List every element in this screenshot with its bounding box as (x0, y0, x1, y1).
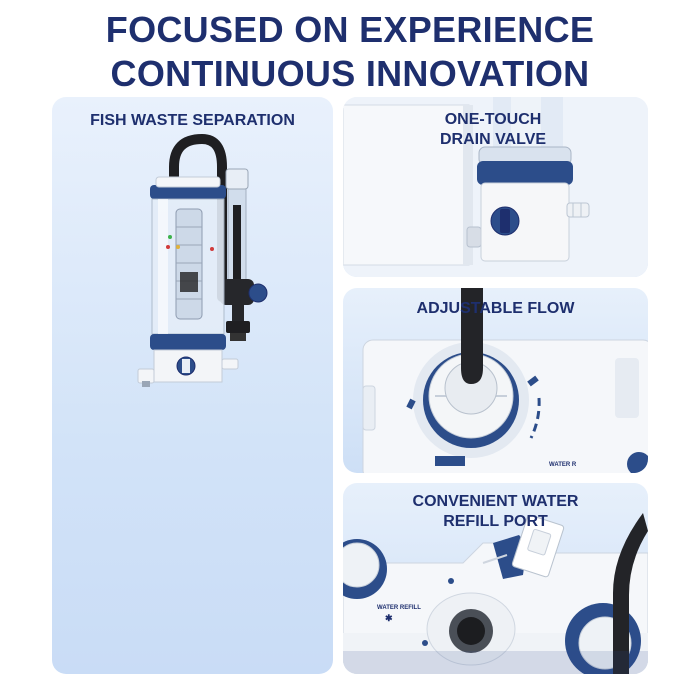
blue-valve-knob (248, 283, 268, 303)
panel-label-drain-valve: ONE-TOUCH DRAIN VALVE (403, 110, 583, 150)
panel-convenient-water-refill-port: WATER REFILL ✱ CONVENIENT WATER REFILL P… (343, 483, 648, 674)
fish-waste-separator-illustration (137, 133, 268, 387)
top-cap (155, 176, 221, 188)
tube-cap (225, 168, 249, 190)
panel-one-touch-drain-valve: ONE-TOUCH DRAIN VALVE (343, 97, 648, 277)
panel-label-refill-port: CONVENIENT WATER REFILL PORT (343, 492, 648, 532)
bottom-cap-ring (150, 334, 226, 350)
nozzle-tip (230, 333, 246, 341)
u-pipe (169, 133, 227, 302)
side-outlet (137, 368, 155, 384)
panel-adjustable-flow: ADJUSTABLE FLOW WATER R (343, 288, 648, 473)
pipe-joint (220, 279, 254, 305)
page-headline: FOCUSED ON EXPERIENCE CONTINUOUS INNOVAT… (0, 8, 700, 96)
inner-filter (175, 208, 203, 320)
headline-line-1: FOCUSED ON EXPERIENCE (105, 9, 595, 50)
adjustable-flow-illustration: WATER R (362, 288, 648, 473)
top-cap-ring (150, 185, 226, 199)
drain-label-line-2: DRAIN VALVE (439, 131, 547, 148)
headline-line-2: CONTINUOUS INNOVATION (110, 53, 590, 94)
drain-outlet (566, 202, 590, 218)
drain-label-line-1: ONE-TOUCH (444, 111, 542, 128)
panel-label-fish-waste: FISH WASTE SEPARATION (90, 112, 295, 129)
filter-sponge (180, 272, 198, 292)
panel-fish-waste-separation: FISH WASTE SEPARATION (52, 97, 333, 674)
pipe-stem (232, 305, 244, 323)
valve-blue-collar (477, 161, 573, 185)
flow-scale-arc (529, 397, 541, 439)
panel-label-adjustable-flow: ADJUSTABLE FLOW (416, 300, 575, 317)
refill-port-illustration: WATER REFILL ✱ (343, 513, 648, 674)
drain-valve-illustration (343, 97, 648, 277)
wall-bracket (466, 226, 482, 248)
device-print-water: WATER R (549, 462, 577, 468)
flow-pipe (461, 288, 483, 384)
inner-pipe (233, 205, 241, 305)
suction-nozzle (226, 321, 250, 333)
device-print-water-refill: WATER REFILL (377, 605, 421, 611)
right-pipe (613, 513, 648, 674)
refill-label-line-1: CONVENIENT WATER (412, 493, 579, 510)
refill-label-line-2: REFILL PORT (443, 513, 548, 530)
snowflake-icon: ✱ (385, 613, 393, 623)
outlet-nozzle (221, 358, 239, 370)
valve-body (480, 182, 570, 262)
